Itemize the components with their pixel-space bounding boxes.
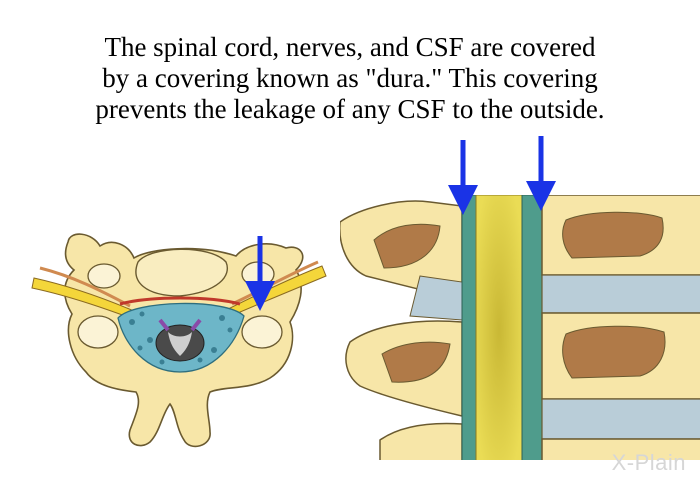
lamina-right [241, 315, 283, 349]
watermark-logo: X-Plain [611, 450, 686, 475]
nerve-left-strand [39, 266, 131, 308]
spine-side-view [340, 195, 700, 460]
body-marrow-mid [562, 325, 666, 379]
caption-line-1: The spinal cord, nerves, and CSF are cov… [104, 32, 596, 62]
disc-top [541, 274, 700, 314]
gray-matter [168, 332, 192, 356]
dura-posterior [461, 195, 477, 460]
caption: The spinal cord, nerves, and CSF are cov… [0, 32, 700, 125]
body-marrow-top [562, 211, 664, 259]
lamina-left [77, 315, 119, 349]
spinal-cord-side [475, 195, 523, 460]
cord-root-purple [158, 318, 202, 332]
vertebral-body-low [541, 438, 700, 460]
disc-low [541, 398, 700, 440]
vertebral-body [135, 248, 228, 297]
dura-anterior [521, 195, 543, 460]
foramen-left [87, 263, 121, 289]
epidural-fat [129, 311, 233, 365]
spinous-marrow-top [373, 223, 441, 269]
caption-line-3: prevents the leakage of any CSF to the o… [95, 94, 605, 124]
nerve-right-strand [231, 260, 319, 306]
caption-line-2: by a covering known as "dura." This cove… [102, 63, 598, 93]
spinous-process-low [379, 422, 463, 460]
blood-vessel [119, 296, 241, 306]
vertebra-cross-section [31, 233, 327, 448]
spinous-marrow-mid [381, 341, 451, 383]
